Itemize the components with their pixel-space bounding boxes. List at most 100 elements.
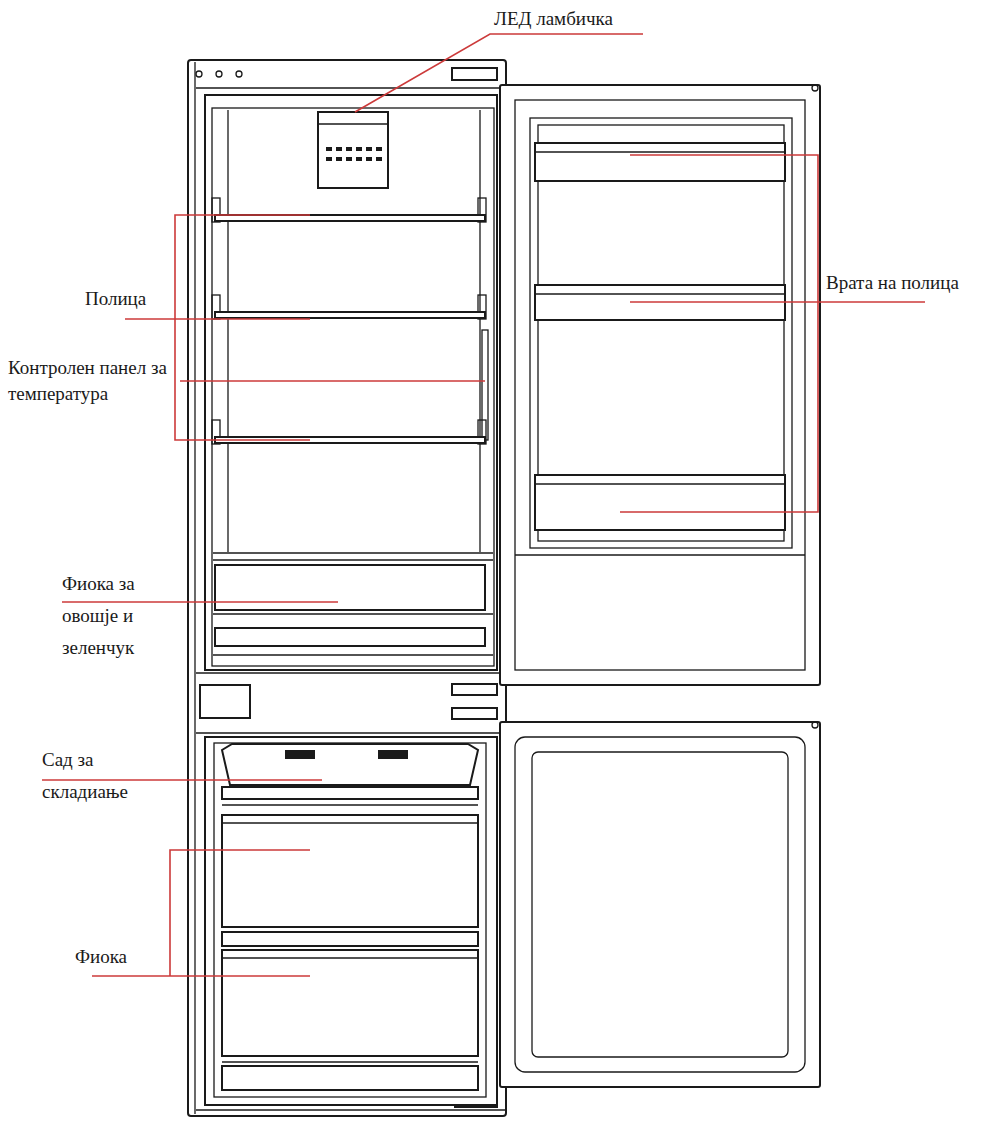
freezer-compartment: [222, 932, 478, 946]
door-shelf: [535, 475, 785, 530]
part-label: Сад за складиање: [42, 744, 154, 808]
fridge-body: [188, 60, 506, 1116]
storage-tray: [378, 750, 408, 759]
led-lamp: [356, 157, 362, 161]
storage-tray: [222, 744, 478, 785]
crisper-drawer: [215, 565, 485, 610]
freezer-door: [515, 737, 805, 1072]
fridge-compartment: [212, 108, 494, 666]
freezer-door: [812, 722, 818, 728]
leader-line: [620, 155, 818, 512]
leader-line: [42, 779, 322, 781]
glass-shelf: [215, 215, 485, 221]
leader-line: [62, 601, 338, 603]
part-label: Полица: [85, 288, 146, 310]
led-lamp: [346, 157, 352, 161]
crisper-drawer: [215, 628, 485, 646]
freezer-drawer: [222, 815, 478, 1056]
storage-tray: [222, 744, 478, 785]
crisper-drawer: [213, 654, 493, 655]
led-lamp: [318, 123, 388, 124]
freezer-compartment: [214, 743, 486, 1097]
fridge-body: [196, 732, 505, 733]
freezer-compartment: [222, 1066, 478, 1090]
led-lamp: [326, 147, 332, 151]
freezer-drawer: [222, 950, 478, 1056]
fridge-compartment: [482, 330, 488, 440]
led-lamp: [318, 112, 388, 188]
fridge-door: [500, 85, 820, 685]
door-shelf: [535, 483, 785, 484]
freezer-drawer: [222, 822, 478, 823]
door-shelf: [535, 143, 785, 530]
freezer-drawer: [222, 815, 478, 927]
fridge-body: [200, 685, 250, 718]
fridge-body: [216, 71, 222, 77]
freezer-door: [500, 722, 820, 1087]
leader-line: [180, 380, 485, 382]
led-lamp: [336, 147, 342, 151]
led-lamp: [376, 147, 382, 151]
led-lamp: [366, 157, 372, 161]
fridge-body: [196, 87, 505, 88]
freezer-compartment: [222, 1061, 478, 1062]
leader-line: [92, 975, 310, 977]
leader-line: [170, 850, 310, 976]
fridge-body: [452, 708, 497, 719]
led-lamp: [366, 147, 372, 151]
fridge-body: [452, 68, 497, 80]
fridge-body: [196, 1109, 505, 1110]
crisper-drawer: [213, 559, 493, 560]
fridge-body: [196, 672, 505, 673]
part-label: Фиока за овошје и зеленчук: [62, 568, 168, 664]
leader-line: [125, 318, 310, 320]
crisper-drawer: [213, 552, 493, 553]
leader-line: [42, 34, 925, 976]
fridge-body: [452, 684, 497, 695]
fridge-body: [188, 60, 506, 1116]
fridge-compartment: [479, 110, 480, 552]
fridge-compartment: [227, 110, 228, 552]
led-lamp: [336, 157, 342, 161]
glass-shelf: [215, 312, 485, 318]
fridge-body: [196, 71, 202, 77]
led-lamp: [326, 157, 332, 161]
fridge-door: [515, 100, 805, 670]
led-lamp: [356, 147, 362, 151]
part-label: ЛЕД ламбичка: [494, 8, 613, 30]
leader-line: [175, 215, 310, 440]
freezer-compartment: [222, 787, 478, 799]
led-lamp: [318, 112, 388, 188]
part-label: Контролен панел за температура: [8, 355, 176, 407]
fridge-door: [812, 85, 818, 91]
fridge-compartment: [205, 95, 497, 670]
led-lamp: [376, 157, 382, 161]
freezer-compartment: [205, 737, 497, 1105]
door-shelf: [535, 151, 785, 152]
fridge-door: [530, 118, 792, 548]
fridge-compartment: [205, 95, 497, 670]
part-label: Фиока: [75, 946, 127, 968]
door-shelf: [535, 143, 785, 181]
glass-shelf: [215, 215, 485, 443]
leader-line: [630, 301, 925, 303]
crisper-drawer: [213, 613, 493, 614]
freezer-door: [532, 752, 788, 1057]
freezer-compartment: [222, 804, 478, 805]
fridge-door: [500, 85, 820, 685]
door-shelf: [535, 293, 785, 294]
freezer-drawer: [222, 957, 478, 958]
freezer-door: [500, 722, 820, 1087]
part-label: Врата на полица: [826, 272, 959, 294]
leader-line: [355, 34, 643, 112]
freezer-compartment: [205, 737, 497, 1105]
storage-tray: [285, 750, 315, 759]
fridge-body: [236, 71, 242, 77]
fridge-door: [515, 554, 805, 555]
led-lamp: [346, 147, 352, 151]
fridge-body: [194, 62, 195, 1114]
crisper-drawer: [213, 553, 493, 655]
